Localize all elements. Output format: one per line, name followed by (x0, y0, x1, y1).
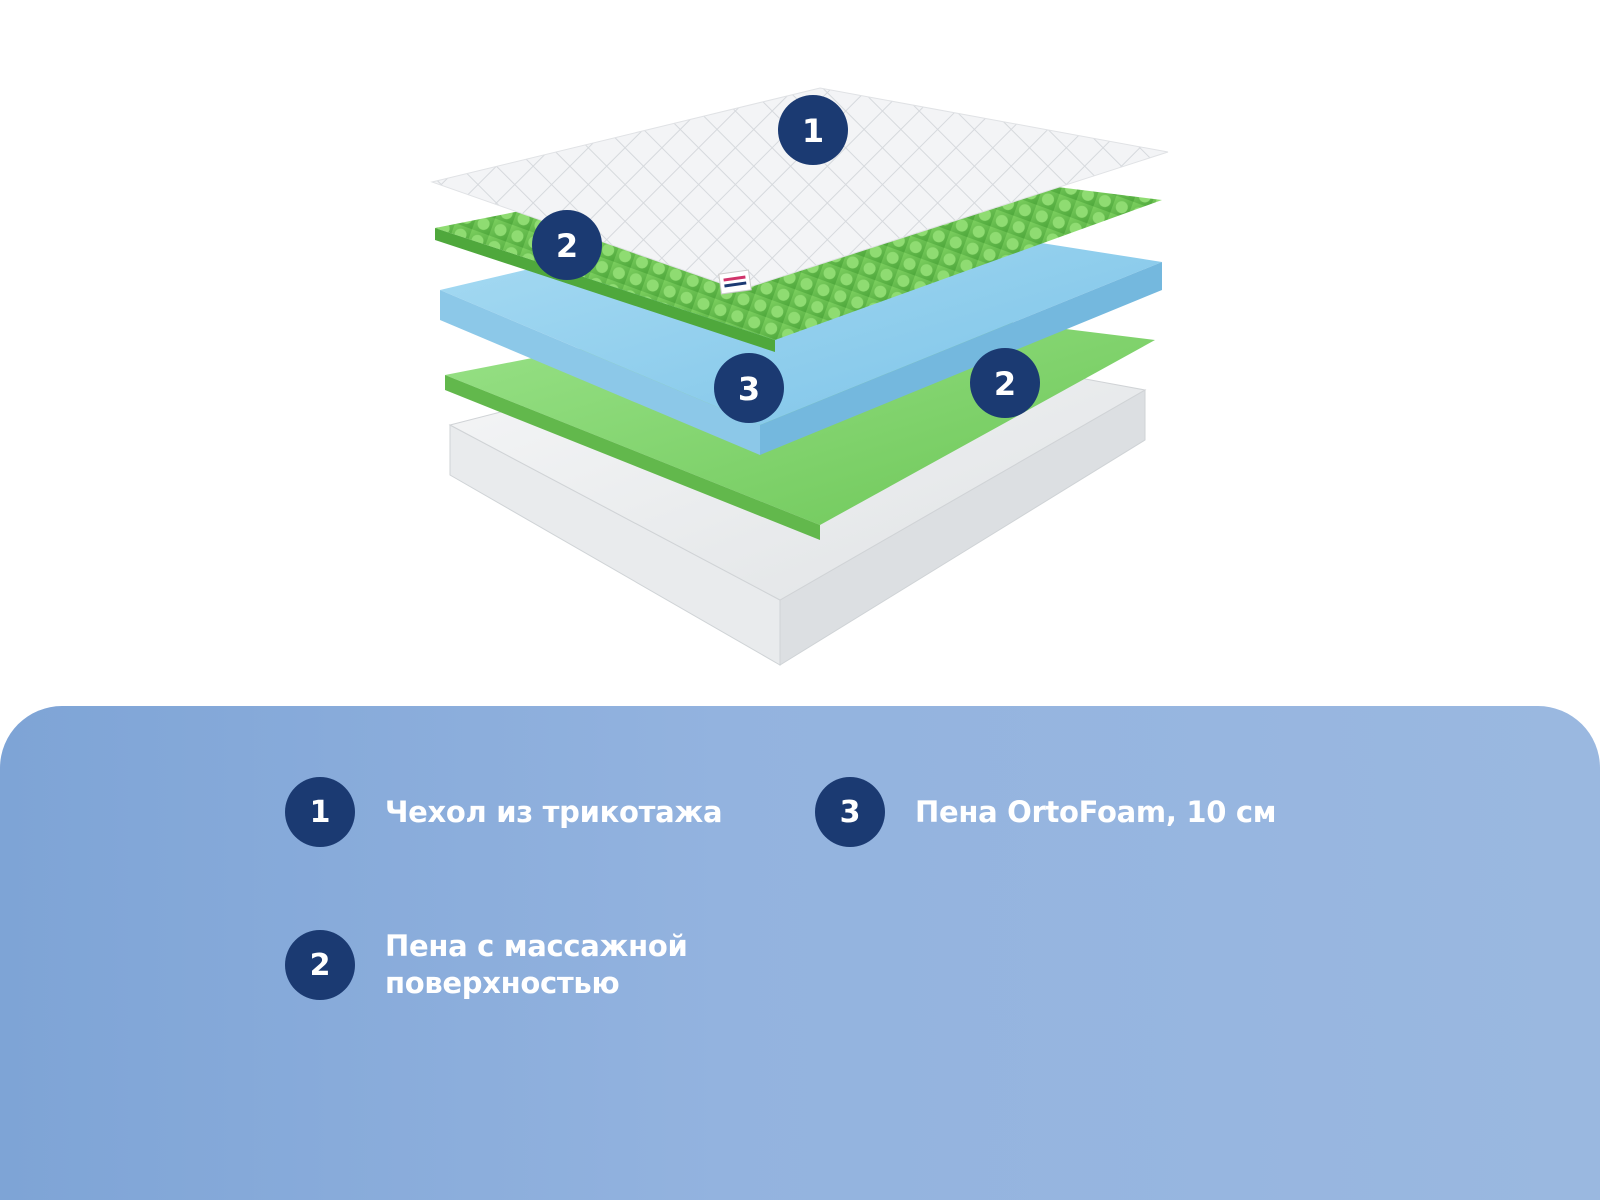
knit-cover-layer (430, 87, 1169, 295)
svg-text:2: 2 (556, 227, 578, 265)
legend-item-massage-foam: 2 Пена с массажной поверхностью (285, 928, 688, 1002)
layer-badge-2b: 2 (970, 348, 1040, 418)
brand-tag (718, 269, 752, 295)
legend-label: Пена OrtoFoam, 10 см (915, 794, 1277, 829)
mattress-layers-illustration: 1 2 3 2 (430, 87, 1169, 666)
legend-label: Чехол из трикотажа (385, 794, 723, 829)
legend-number-badge: 2 (285, 930, 355, 1000)
legend-number-badge: 3 (815, 777, 885, 847)
legend-label-line1: Пена с массажной (385, 929, 688, 963)
layer-badge-2: 2 (532, 210, 602, 280)
svg-text:3: 3 (738, 370, 760, 408)
legend-label-line2: поверхностью (385, 966, 620, 1000)
legend-item-cover: 1 Чехол из трикотажа (285, 777, 723, 847)
svg-text:1: 1 (802, 112, 824, 150)
legend-label: Пена с массажной поверхностью (385, 928, 688, 1002)
layer-badge-3: 3 (714, 353, 784, 423)
legend-item-ortofoam: 3 Пена OrtoFoam, 10 см (815, 777, 1276, 847)
legend-panel: 1 Чехол из трикотажа 3 Пена OrtoFoam, 10… (0, 706, 1600, 1200)
layer-badge-1: 1 (778, 95, 848, 165)
svg-text:2: 2 (994, 365, 1016, 403)
legend-number-badge: 1 (285, 777, 355, 847)
